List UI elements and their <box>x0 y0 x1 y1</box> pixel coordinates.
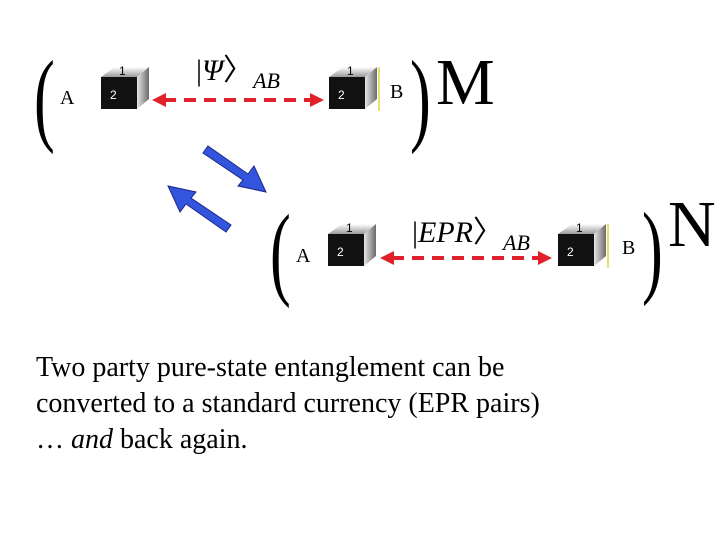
bottom-entanglement-link <box>378 250 554 266</box>
caption-text: Two party pure-state entanglement can be… <box>36 350 696 458</box>
bottom-party-a-label: A <box>296 245 311 267</box>
top-left-parenthesis: ( <box>34 40 55 155</box>
bottom-state-ket: |EPR〉AB <box>412 216 530 255</box>
top-entanglement-link <box>150 92 326 108</box>
conversion-double-arrow <box>162 140 272 245</box>
caption-line-3: … and back again. <box>36 424 248 455</box>
bottom-multiplier: N <box>668 188 716 261</box>
caption-line-2: converted to a standard currency (EPR pa… <box>36 388 540 419</box>
top-qubit-b-cube: 1 2 <box>325 65 381 113</box>
top-multiplier: M <box>436 46 495 119</box>
top-qubit-a-cube: 1 2 <box>97 65 153 113</box>
top-right-parenthesis: ) <box>410 40 431 155</box>
bottom-qubit-b-cube: 1 2 <box>554 222 610 270</box>
top-party-b-label: B <box>390 81 404 103</box>
caption-line-1: Two party pure-state entanglement can be <box>36 352 505 383</box>
bottom-right-parenthesis: ) <box>642 192 663 307</box>
bottom-left-parenthesis: ( <box>270 194 291 309</box>
top-party-a-label: A <box>60 87 75 109</box>
bottom-party-b-label: B <box>622 237 636 259</box>
top-state-ket: |Ψ〉AB <box>196 54 280 93</box>
bottom-qubit-a-cube: 1 2 <box>324 222 380 270</box>
